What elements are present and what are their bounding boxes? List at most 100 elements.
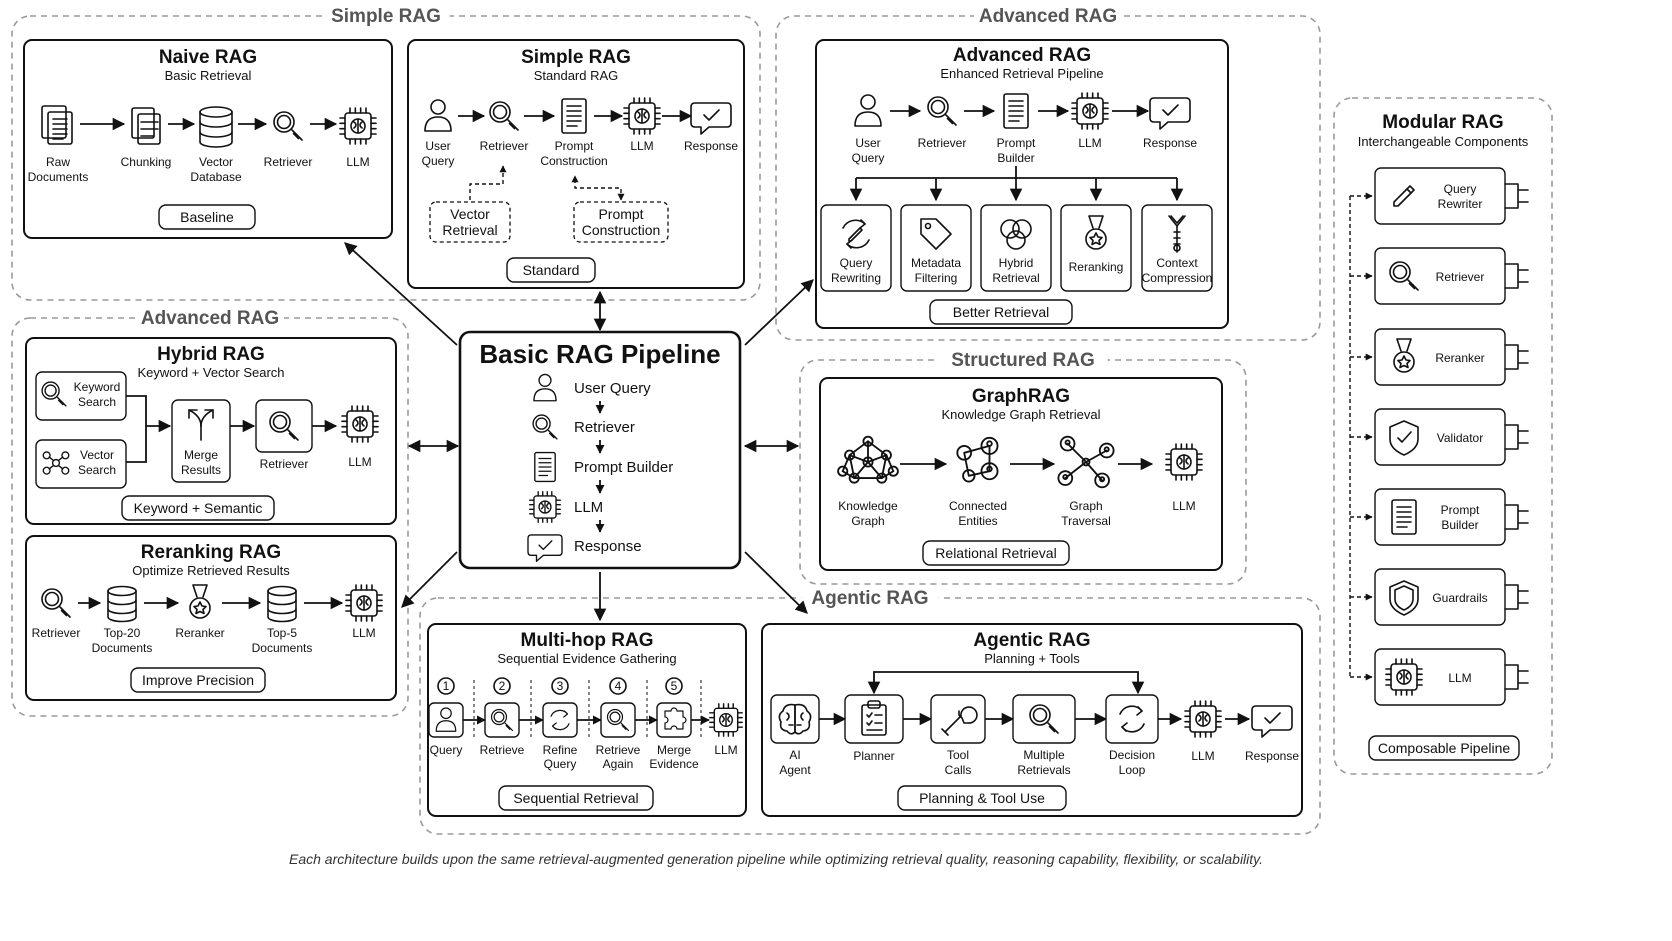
medal-icon	[1085, 215, 1107, 250]
agentic-step-label: Decision	[1109, 748, 1155, 762]
advanced-rag-card-subtitle: Enhanced Retrieval Pipeline	[940, 66, 1103, 81]
graph-step-label: Traversal	[1061, 514, 1111, 528]
multihop-step-label: Query	[430, 743, 463, 757]
hybrid-retriever-label: Retriever	[260, 457, 309, 471]
group-structured-rag-label-bg	[938, 347, 1108, 373]
agentic-step-label: Tool	[947, 748, 969, 762]
brain-icon	[778, 703, 812, 735]
caption: Each architecture builds upon the same r…	[289, 851, 1263, 867]
simple-step-label: Response	[684, 139, 738, 153]
simple-step-label: Retriever	[480, 139, 529, 153]
multihop-step-label: Retrieve	[596, 743, 641, 757]
advanced-step-label: Retriever	[918, 136, 967, 150]
modular-rag-subtitle: Interchangeable Components	[1358, 134, 1529, 149]
modular-component-label: Rewriter	[1438, 197, 1483, 211]
refresh-icon	[550, 709, 570, 731]
simple-step-label: LLM	[630, 139, 653, 153]
graph-step-label: Knowledge	[838, 499, 898, 513]
advanced-step-label: User	[855, 136, 880, 150]
plug-icon	[1504, 424, 1529, 450]
zip-icon	[1168, 215, 1186, 253]
naive-rag-card	[23, 39, 393, 239]
group-advanced-rag-left-label: Advanced RAG	[141, 308, 279, 329]
pipeline-step-label: User Query	[574, 380, 651, 397]
merge-results-box	[171, 399, 231, 483]
simple-badge	[506, 257, 596, 283]
document-icon	[1003, 93, 1029, 129]
medal-icon	[1393, 338, 1415, 373]
modular-badge	[1368, 735, 1520, 761]
step-number: 4	[615, 679, 622, 693]
document-icon	[534, 451, 556, 483]
vector-retrieval-label: Vector	[450, 206, 490, 222]
technique-label: Query	[840, 256, 873, 270]
modular-badge-label: Composable Pipeline	[1378, 740, 1511, 756]
group-structured-rag-label: Structured RAG	[951, 350, 1095, 371]
agentic-step-label: Retrievals	[1017, 763, 1070, 777]
agentic-rag-card-title: Agentic RAG	[973, 630, 1090, 651]
agentic-step-box	[1105, 694, 1159, 744]
multihop-step-box	[428, 702, 464, 738]
graphrag-card	[819, 377, 1223, 571]
graph-step-label: Entities	[958, 514, 997, 528]
multihop-step-label: Again	[603, 757, 634, 771]
hybrid-rag-card-subtitle: Keyword + Vector Search	[137, 365, 284, 380]
puzzle-icon	[664, 707, 687, 730]
merge-results-label: Results	[181, 463, 221, 477]
step-number-circle	[437, 677, 455, 695]
agentic-step-label: Agent	[779, 763, 811, 777]
modular-component-label: Retriever	[1436, 270, 1485, 284]
chip-icon	[1184, 700, 1222, 738]
modular-component-label: LLM	[1448, 671, 1471, 685]
group-agentic-rag-label: Agentic RAG	[811, 588, 928, 609]
reranking-badge	[130, 667, 266, 693]
simple-step-label: Construction	[540, 154, 607, 168]
search-icon	[273, 111, 303, 141]
simple-step-label: Prompt	[555, 139, 594, 153]
modular-component-label: Builder	[1441, 518, 1478, 532]
reranking-step-label: Top-5	[267, 626, 297, 640]
advanced-rag-card-title: Advanced RAG	[953, 45, 1091, 66]
technique-label: Hybrid	[999, 256, 1034, 270]
plug-icon	[1504, 584, 1529, 610]
document-icon	[561, 98, 587, 134]
technique-box	[980, 204, 1052, 292]
modular-rag-title: Modular RAG	[1382, 112, 1503, 133]
modular-component-label: Reranker	[1435, 351, 1484, 365]
prompt-construction-label: Prompt	[598, 206, 643, 222]
multihop-step-box	[542, 702, 578, 738]
user-icon	[854, 94, 882, 127]
naive-badge-label: Baseline	[180, 209, 234, 225]
graph-badge-label: Relational Retrieval	[935, 545, 1056, 561]
search-icon	[1389, 261, 1419, 291]
modular-component-box	[1374, 167, 1506, 225]
multihop-rag-card-subtitle: Sequential Evidence Gathering	[497, 651, 676, 666]
advanced-badge-label: Better Retrieval	[953, 304, 1049, 320]
chip-icon	[709, 703, 743, 737]
agentic-step-label: LLM	[1191, 749, 1214, 763]
reranking-step-label: Documents	[92, 641, 153, 655]
agentic-badge	[897, 785, 1067, 811]
multihop-step-label: Refine	[543, 743, 578, 757]
technique-label: Metadata	[911, 256, 961, 270]
connector-to-agentic	[744, 551, 808, 614]
multihop-badge-label: Sequential Retrieval	[513, 790, 638, 806]
plug-icon	[1504, 664, 1529, 690]
speech-icon	[690, 102, 732, 135]
chip-icon	[1165, 443, 1203, 481]
step-number: 5	[671, 679, 678, 693]
document-icon	[1391, 499, 1417, 535]
reranking-step-label: Reranker	[175, 626, 224, 640]
vector-search-label: Search	[78, 463, 116, 477]
search-icon	[41, 588, 71, 618]
search-icon	[606, 708, 630, 732]
group-advanced-rag-left-label-bg	[136, 305, 284, 331]
modular-component-box	[1374, 247, 1506, 305]
multihop-rag-card-title: Multi-hop RAG	[521, 630, 654, 651]
group-advanced-rag-top-label-bg	[974, 3, 1122, 29]
advanced-step-label: Query	[852, 151, 885, 165]
graph-badge	[922, 540, 1070, 566]
naive-step-label: Raw	[46, 155, 70, 169]
vector-search-label: Vector	[80, 448, 114, 462]
group-simple-rag-label-bg	[322, 3, 450, 29]
